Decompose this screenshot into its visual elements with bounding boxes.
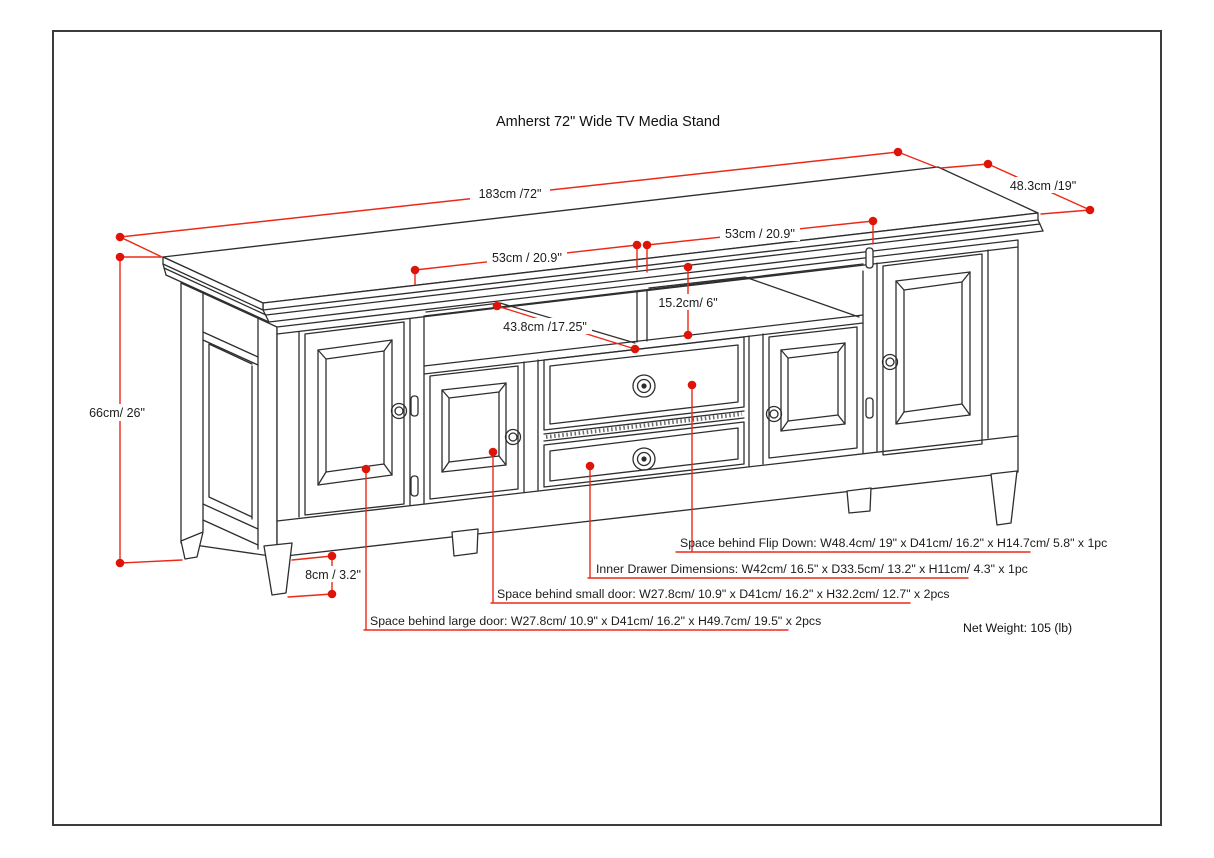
drawer-groove [545, 412, 743, 439]
callout-flip-down: Space behind Flip Down: W48.4cm/ 19" x D… [675, 380, 1107, 553]
callout-large-door: Space behind large door: W27.8cm/ 10.9" … [361, 464, 821, 631]
dim-overall-width: 183cm /72" [115, 147, 937, 258]
dim-overall-height: 66cm/ 26" [84, 252, 183, 568]
flip-down-drawer [543, 336, 745, 431]
large-right-door [882, 253, 983, 456]
drawer-knob-top [632, 374, 656, 398]
dim-overall-height-label: 66cm/ 26" [89, 406, 145, 420]
dim-leg-height-label: 8cm / 3.2" [305, 568, 361, 582]
dim-overall-depth: 48.3cm /19" [940, 159, 1095, 215]
tv-stand-line-art [162, 166, 1044, 596]
dim-overall-depth-label: 48.3cm /19" [1010, 179, 1076, 193]
dim-shelf-depth-label: 43.8cm /17.25" [503, 320, 587, 334]
callout-inner-drawer-label: Inner Drawer Dimensions: W42cm/ 16.5" x … [596, 562, 1028, 576]
bottom-drawer [543, 421, 745, 488]
dim-shelf-width-right-label: 53cm / 20.9'' [725, 227, 795, 241]
dim-shelf-width-left: 53cm / 20.9'' [410, 240, 642, 285]
dim-shelf-height-label: 15.2cm/ 6" [658, 296, 717, 310]
legs [180, 470, 1018, 596]
page-title: Amherst 72" Wide TV Media Stand [496, 114, 720, 130]
dim-leg-height: 8cm / 3.2" [287, 551, 363, 599]
door-hinges [410, 247, 874, 497]
dim-shelf-width-right: 53cm / 20.9'' [642, 216, 878, 273]
dim-shelf-width-left-label: 53cm / 20.9'' [492, 251, 562, 265]
callout-large-door-label: Space behind large door: W27.8cm/ 10.9" … [370, 614, 821, 628]
large-left-door [304, 321, 405, 516]
dim-shelf-depth: 43.8cm /17.25" [492, 301, 640, 354]
small-right-door [768, 326, 858, 459]
door-knobs [390, 353, 899, 446]
net-weight: Net Weight: 105 (lb) [963, 621, 1072, 635]
callout-flip-down-label: Space behind Flip Down: W48.4cm/ 19" x D… [680, 536, 1107, 550]
callout-small-door-label: Space behind small door: W27.8cm/ 10.9" … [497, 587, 950, 601]
right-cubby-interior [648, 276, 860, 318]
callout-inner-drawer: Inner Drawer Dimensions: W42cm/ 16.5" x … [585, 461, 1028, 579]
dim-shelf-height: 15.2cm/ 6" [654, 262, 722, 340]
front-face [276, 239, 1019, 558]
dim-overall-width-label: 183cm /72" [479, 187, 542, 201]
small-left-door [429, 365, 519, 500]
callout-small-door: Space behind small door: W27.8cm/ 10.9" … [488, 447, 950, 604]
drawer-knob-bottom [632, 447, 656, 471]
